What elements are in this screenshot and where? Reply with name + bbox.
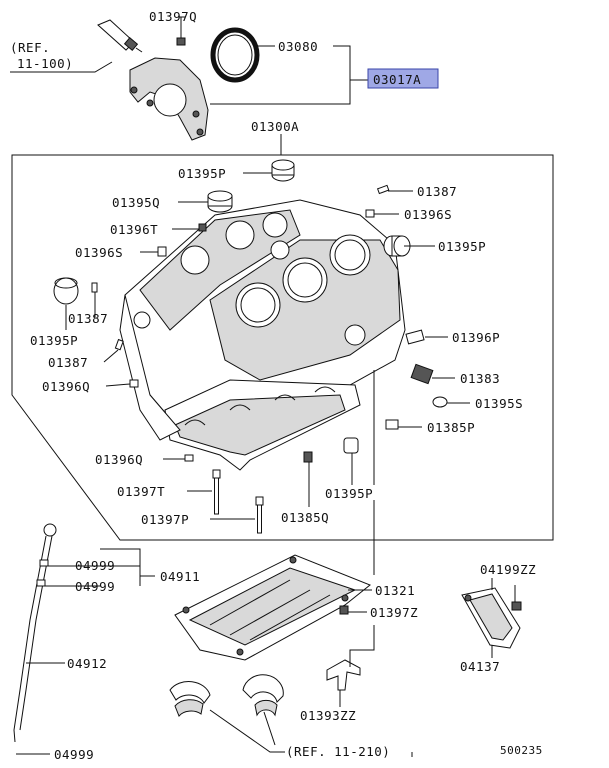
label-ref-11-100-line2[interactable]: 11-100) bbox=[17, 56, 73, 71]
label-01396Q-bottom[interactable]: 01396Q bbox=[95, 452, 143, 467]
bolt-01397P-icon bbox=[255, 496, 264, 534]
bolt-01397Z-icon bbox=[339, 605, 349, 615]
oil-dipstick-icon bbox=[13, 523, 57, 743]
oil-seal-03080-icon bbox=[210, 27, 260, 83]
bolt-01397T-icon bbox=[212, 469, 221, 515]
plug-01396Q-left-icon bbox=[129, 379, 139, 388]
label-04912[interactable]: 04912 bbox=[67, 656, 107, 671]
cylinder-block-illustration bbox=[119, 199, 406, 471]
plug-01395Q-icon bbox=[207, 190, 233, 213]
label-04137[interactable]: 04137 bbox=[460, 659, 500, 674]
plug-01396S-left-icon bbox=[157, 246, 167, 257]
plug-01396T-icon bbox=[198, 223, 207, 232]
sealant-tube-icon bbox=[97, 19, 143, 53]
label-01395P-right[interactable]: 01395P bbox=[438, 239, 486, 254]
bearing-shell-left-icon bbox=[169, 680, 211, 717]
plug-01395P-left-icon bbox=[53, 277, 79, 305]
label-01396S-left[interactable]: 01396S bbox=[75, 245, 123, 260]
label-01397Q-top[interactable]: 01397Q bbox=[149, 9, 197, 24]
label-01393ZZ[interactable]: 01393ZZ bbox=[300, 708, 356, 723]
label-04999-c[interactable]: 04999 bbox=[54, 747, 94, 762]
label-01395P-left[interactable]: 01395P bbox=[30, 333, 78, 348]
pin-01387-left-icon bbox=[91, 282, 98, 293]
plug-01395P-right-icon bbox=[383, 235, 411, 257]
bolt-04199ZZ-icon bbox=[511, 601, 522, 611]
label-04199ZZ[interactable]: 04199ZZ bbox=[480, 562, 536, 577]
plug-01383-icon bbox=[410, 363, 434, 385]
label-03017A[interactable]: 03017A bbox=[373, 72, 421, 87]
label-01387-right[interactable]: 01387 bbox=[417, 184, 457, 199]
plug-01396Q-bottom-icon bbox=[184, 454, 194, 462]
label-01395Q[interactable]: 01395Q bbox=[112, 195, 160, 210]
label-01300A[interactable]: 01300A bbox=[251, 119, 299, 134]
bracket-04137-icon bbox=[461, 587, 521, 649]
label-01396Q-left[interactable]: 01396Q bbox=[42, 379, 90, 394]
label-01396S-right[interactable]: 01396S bbox=[404, 207, 452, 222]
label-01395P-top[interactable]: 01395P bbox=[178, 166, 226, 181]
label-01385P[interactable]: 01385P bbox=[427, 420, 475, 435]
plug-01395S-icon bbox=[432, 396, 448, 408]
label-01396P[interactable]: 01396P bbox=[452, 330, 500, 345]
plug-01385Q-icon bbox=[303, 451, 313, 463]
label-01397P[interactable]: 01397P bbox=[141, 512, 189, 527]
label-ref-11-100-line1[interactable]: (REF. bbox=[10, 40, 50, 55]
label-01387-left2[interactable]: 01387 bbox=[48, 355, 88, 370]
plug-01396S-right-icon bbox=[365, 209, 375, 218]
block-group-boundary bbox=[11, 154, 554, 541]
highlight-03017A bbox=[367, 68, 439, 89]
label-01385Q[interactable]: 01385Q bbox=[281, 510, 329, 525]
plug-01395P-bottom-icon bbox=[343, 437, 359, 454]
plug-01385P-icon bbox=[385, 419, 399, 430]
label-04999-b[interactable]: 04999 bbox=[75, 579, 115, 594]
pin-01387-right-icon bbox=[376, 184, 390, 195]
label-01397T[interactable]: 01397T bbox=[117, 484, 165, 499]
diagram-id: 500235 bbox=[500, 744, 543, 757]
bracket-01393ZZ-icon bbox=[326, 659, 361, 691]
bolt-01397Q-icon bbox=[176, 32, 186, 46]
label-03080[interactable]: 03080 bbox=[278, 39, 318, 54]
label-04999-a[interactable]: 04999 bbox=[75, 558, 115, 573]
label-01387-left[interactable]: 01387 bbox=[68, 311, 108, 326]
label-01397Z[interactable]: 01397Z bbox=[370, 605, 418, 620]
label-ref-11-210[interactable]: (REF. 11-210) bbox=[286, 744, 390, 759]
label-01383[interactable]: 01383 bbox=[460, 371, 500, 386]
bearing-shell-right-icon bbox=[242, 674, 284, 717]
label-01396T[interactable]: 01396T bbox=[110, 222, 158, 237]
oil-seal-case-icon bbox=[129, 57, 209, 141]
label-01395S[interactable]: 01395S bbox=[475, 396, 523, 411]
label-04911[interactable]: 04911 bbox=[160, 569, 200, 584]
plug-01396P-icon bbox=[405, 329, 425, 345]
pin-01387-left2-icon bbox=[114, 338, 124, 351]
plug-01395P-top-icon bbox=[271, 159, 295, 182]
label-01395P-bottom[interactable]: 01395P bbox=[325, 486, 373, 501]
oil-pan-icon bbox=[174, 554, 371, 661]
label-01321[interactable]: 01321 bbox=[375, 583, 415, 598]
